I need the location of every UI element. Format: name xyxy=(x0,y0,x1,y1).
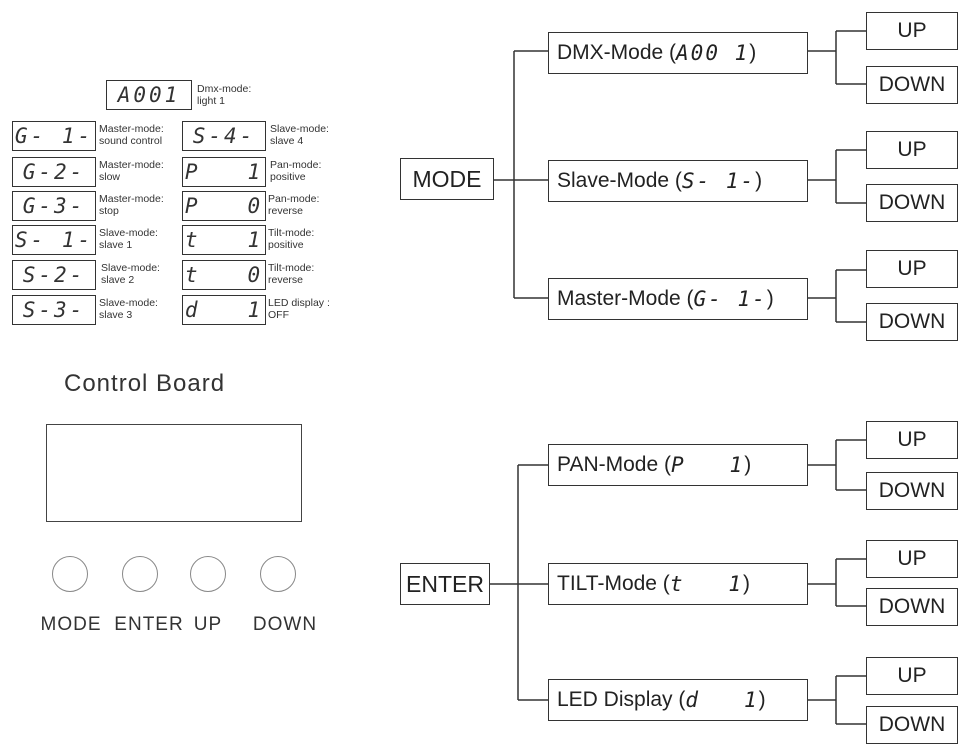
display-code-master-1: G- 1- xyxy=(12,121,96,151)
master-down-node: DOWN xyxy=(866,303,958,341)
display-code-dmx: A001 xyxy=(106,80,192,110)
display-code-pan-positive: P 1 xyxy=(182,157,266,187)
up-button-label: UP xyxy=(193,614,223,635)
dmx-up-node: UP xyxy=(866,12,958,50)
display-code-slave-4: S-4- xyxy=(182,121,266,151)
display-desc-tilt-positive: Tilt-mode: positive xyxy=(268,227,315,251)
led-up-node: UP xyxy=(866,657,958,695)
control-board-screen xyxy=(46,424,302,522)
display-desc-pan-reverse: Pan-mode: reverse xyxy=(268,193,320,217)
display-desc-slave-3: Slave-mode: slave 3 xyxy=(99,297,158,321)
tilt-up-node: UP xyxy=(866,540,958,578)
pan-up-node: UP xyxy=(866,421,958,459)
up-knob[interactable] xyxy=(190,556,226,592)
mode-root-node: MODE xyxy=(400,158,494,200)
slave-up-node: UP xyxy=(866,131,958,169)
display-code-tilt-reverse: t 0 xyxy=(182,260,266,290)
display-desc-tilt-reverse: Tilt-mode: reverse xyxy=(268,262,315,286)
display-code-led-off: d 1 xyxy=(182,295,266,325)
down-button-label: DOWN xyxy=(252,614,318,635)
display-desc-pan-positive: Pan-mode: positive xyxy=(270,159,322,183)
display-desc-slave-1: Slave-mode: slave 1 xyxy=(99,227,158,251)
pan-mode-node: PAN-Mode (P 1) xyxy=(548,444,808,486)
display-desc-slave-4: Slave-mode: slave 4 xyxy=(270,123,329,147)
down-knob[interactable] xyxy=(260,556,296,592)
display-code-tilt-positive: t 1 xyxy=(182,225,266,255)
mode-button-label: MODE xyxy=(40,614,102,635)
display-desc-master-1: Master-mode: sound control xyxy=(99,123,164,147)
slave-mode-node: Slave-Mode (S- 1-) xyxy=(548,160,808,202)
display-desc-led-off: LED display : OFF xyxy=(268,297,330,321)
tilt-down-node: DOWN xyxy=(866,588,958,626)
display-code-slave-1: S- 1- xyxy=(12,225,96,255)
master-mode-node: Master-Mode (G- 1-) xyxy=(548,278,808,320)
display-code-slave-3: S-3- xyxy=(12,295,96,325)
display-code-master-3: G-3- xyxy=(12,191,96,221)
enter-button-label: ENTER xyxy=(114,614,184,635)
pan-down-node: DOWN xyxy=(866,472,958,510)
mode-knob[interactable] xyxy=(52,556,88,592)
display-code-pan-reverse: P 0 xyxy=(182,191,266,221)
display-desc-master-3: Master-mode: stop xyxy=(99,193,164,217)
enter-knob[interactable] xyxy=(122,556,158,592)
display-code-slave-2: S-2- xyxy=(12,260,96,290)
tilt-mode-node: TILT-Mode (t 1) xyxy=(548,563,808,605)
dmx-down-node: DOWN xyxy=(866,66,958,104)
display-desc-slave-2: Slave-mode: slave 2 xyxy=(101,262,160,286)
enter-root-node: ENTER xyxy=(400,563,490,605)
master-up-node: UP xyxy=(866,250,958,288)
display-desc-master-2: Master-mode: slow xyxy=(99,159,164,183)
display-desc-dmx: Dmx-mode: light 1 xyxy=(197,83,252,107)
led-display-node: LED Display (d 1) xyxy=(548,679,808,721)
control-board-title: Control Board xyxy=(64,370,226,397)
dmx-mode-node: DMX-Mode (A00 1) xyxy=(548,32,808,74)
led-down-node: DOWN xyxy=(866,706,958,744)
slave-down-node: DOWN xyxy=(866,184,958,222)
display-code-master-2: G-2- xyxy=(12,157,96,187)
